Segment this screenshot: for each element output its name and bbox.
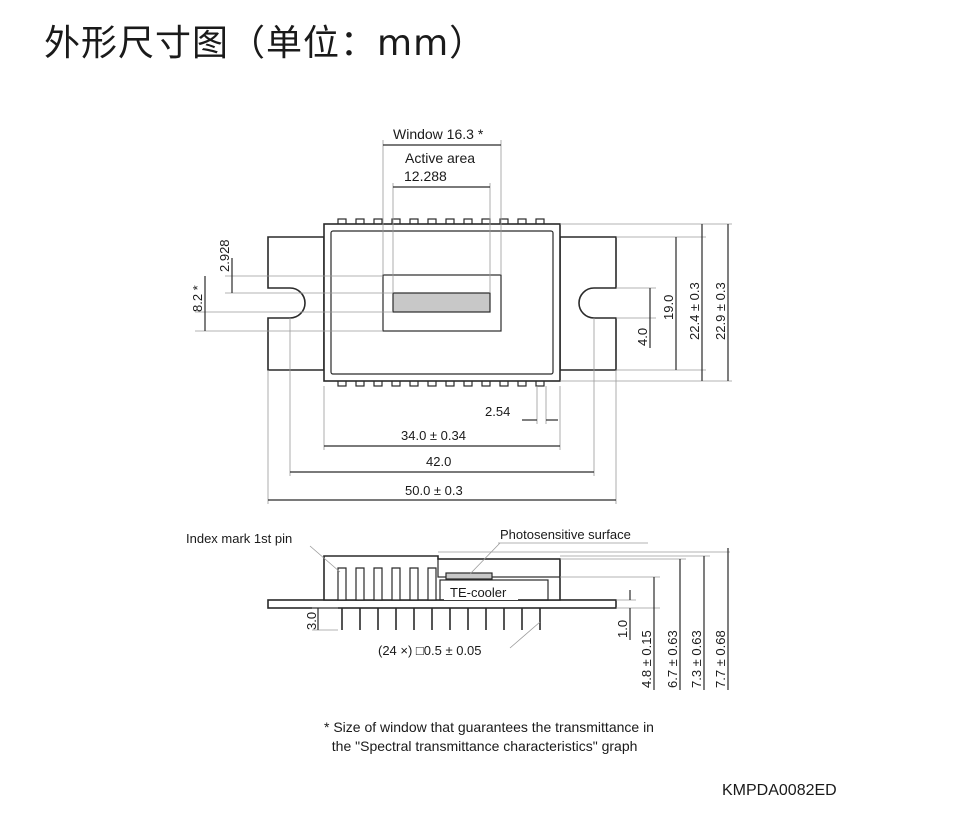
dimension-19-0: 19.0 — [661, 295, 676, 320]
footnote: * Size of window that guarantees the tra… — [324, 718, 654, 756]
bottom-pins — [337, 379, 545, 387]
window-dimension: Window 16.3 * — [393, 126, 484, 142]
window — [382, 274, 502, 332]
dimension-3-0: 3.0 — [304, 612, 319, 630]
dimension-4-8: 4.8 ± 0.15 — [639, 630, 654, 688]
dimension-22-4: 22.4 ± 0.3 — [687, 282, 702, 340]
footnote-line-1: * Size of window that guarantees the tra… — [324, 719, 654, 735]
index-mark-label: Index mark 1st pin — [186, 531, 292, 546]
active-area — [392, 292, 491, 313]
pin-size-label: (24 ×) □0.5 ± 0.05 — [378, 643, 482, 658]
active-area-dimension: 12.288 — [404, 168, 447, 184]
active-area-label: Active area — [405, 150, 475, 166]
left-flange — [267, 236, 325, 371]
dimension-2928: 2.928 — [217, 239, 232, 272]
footnote-line-2: the "Spectral transmittance characterist… — [324, 738, 638, 754]
dimension-42-0: 42.0 — [426, 454, 451, 469]
photosensitive-label: Photosensitive surface — [500, 527, 631, 542]
dimension-7-7: 7.7 ± 0.68 — [713, 630, 728, 688]
dimension-34-0: 34.0 ± 0.34 — [401, 428, 466, 443]
dimension-8-2: 8.2 * — [190, 285, 205, 312]
dimension-2-54: 2.54 — [485, 404, 510, 419]
dimension-50-0: 50.0 ± 0.3 — [405, 483, 463, 498]
pin-leads — [337, 567, 437, 601]
dimension-22-9: 22.9 ± 0.3 — [713, 282, 728, 340]
photosensitive-chip — [445, 572, 493, 580]
package-inner-frame — [330, 230, 554, 375]
te-cooler-label: TE-cooler — [450, 585, 507, 600]
top-view: Window 16.3 * Active area 12.288 2.928 8… — [190, 126, 732, 504]
window-glass — [437, 558, 561, 578]
document-code: KMPDA0082ED — [722, 782, 837, 799]
dimension-6-7: 6.7 ± 0.63 — [665, 630, 680, 688]
dimension-1-0: 1.0 — [615, 620, 630, 638]
side-view: Index mark 1st pin Photosensitive surfac… — [186, 527, 730, 690]
pins-below — [341, 608, 541, 630]
right-flange — [559, 236, 617, 371]
dimension-7-3: 7.3 ± 0.63 — [689, 630, 704, 688]
page-title: 外形尺寸图（单位：mm） — [44, 23, 487, 64]
base-plate — [267, 599, 617, 609]
dimension-4-0: 4.0 — [635, 328, 650, 346]
